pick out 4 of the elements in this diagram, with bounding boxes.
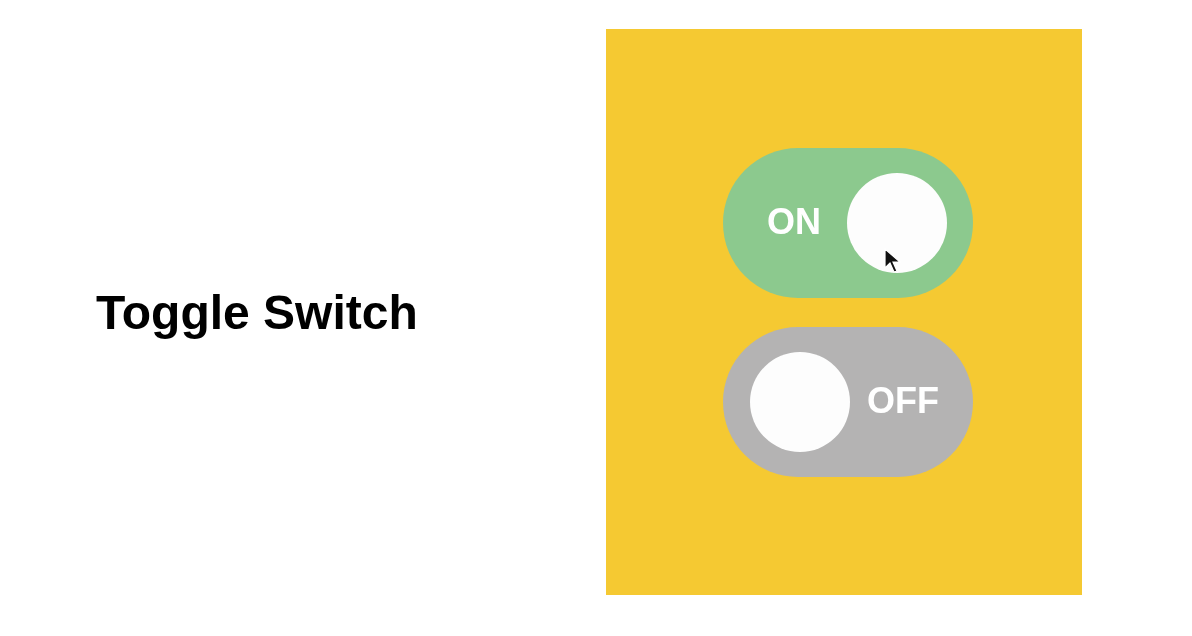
toggle-label: ON — [767, 200, 821, 244]
title: Toggle Switch — [96, 285, 418, 341]
background-panel — [606, 29, 1082, 595]
toggle-label: OFF — [867, 379, 939, 423]
